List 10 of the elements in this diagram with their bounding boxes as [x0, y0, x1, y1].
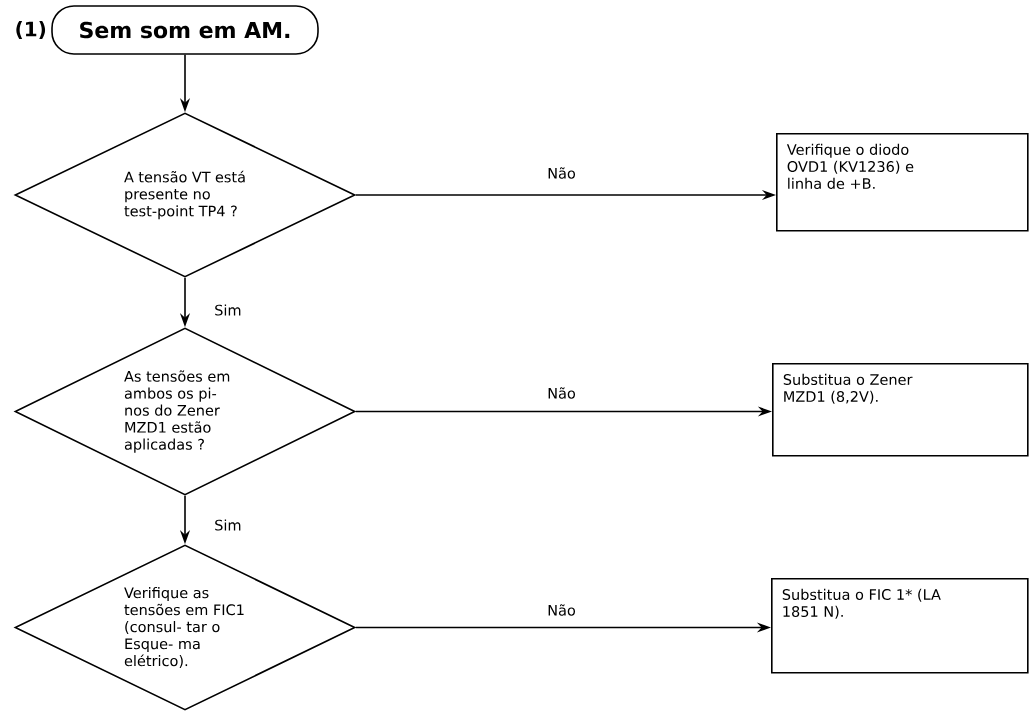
edge-label: Não [545, 165, 578, 181]
edge-label: Sim [212, 517, 244, 533]
edge-label: Não [545, 385, 578, 401]
action-box: Verifique o diodo OVD1 (KV1236) e linha de +B. [776, 133, 1029, 232]
action-box: Substitua o Zener MZD1 (8,2V). [772, 363, 1029, 457]
edge-label: Não [545, 602, 578, 618]
step-number: (1) [16, 21, 46, 39]
title-box: Sem som em AM. [51, 5, 319, 55]
action-box: Substitua o FIC 1* (LA 1851 N). [771, 578, 1029, 674]
edge-label: Sim [212, 302, 244, 318]
